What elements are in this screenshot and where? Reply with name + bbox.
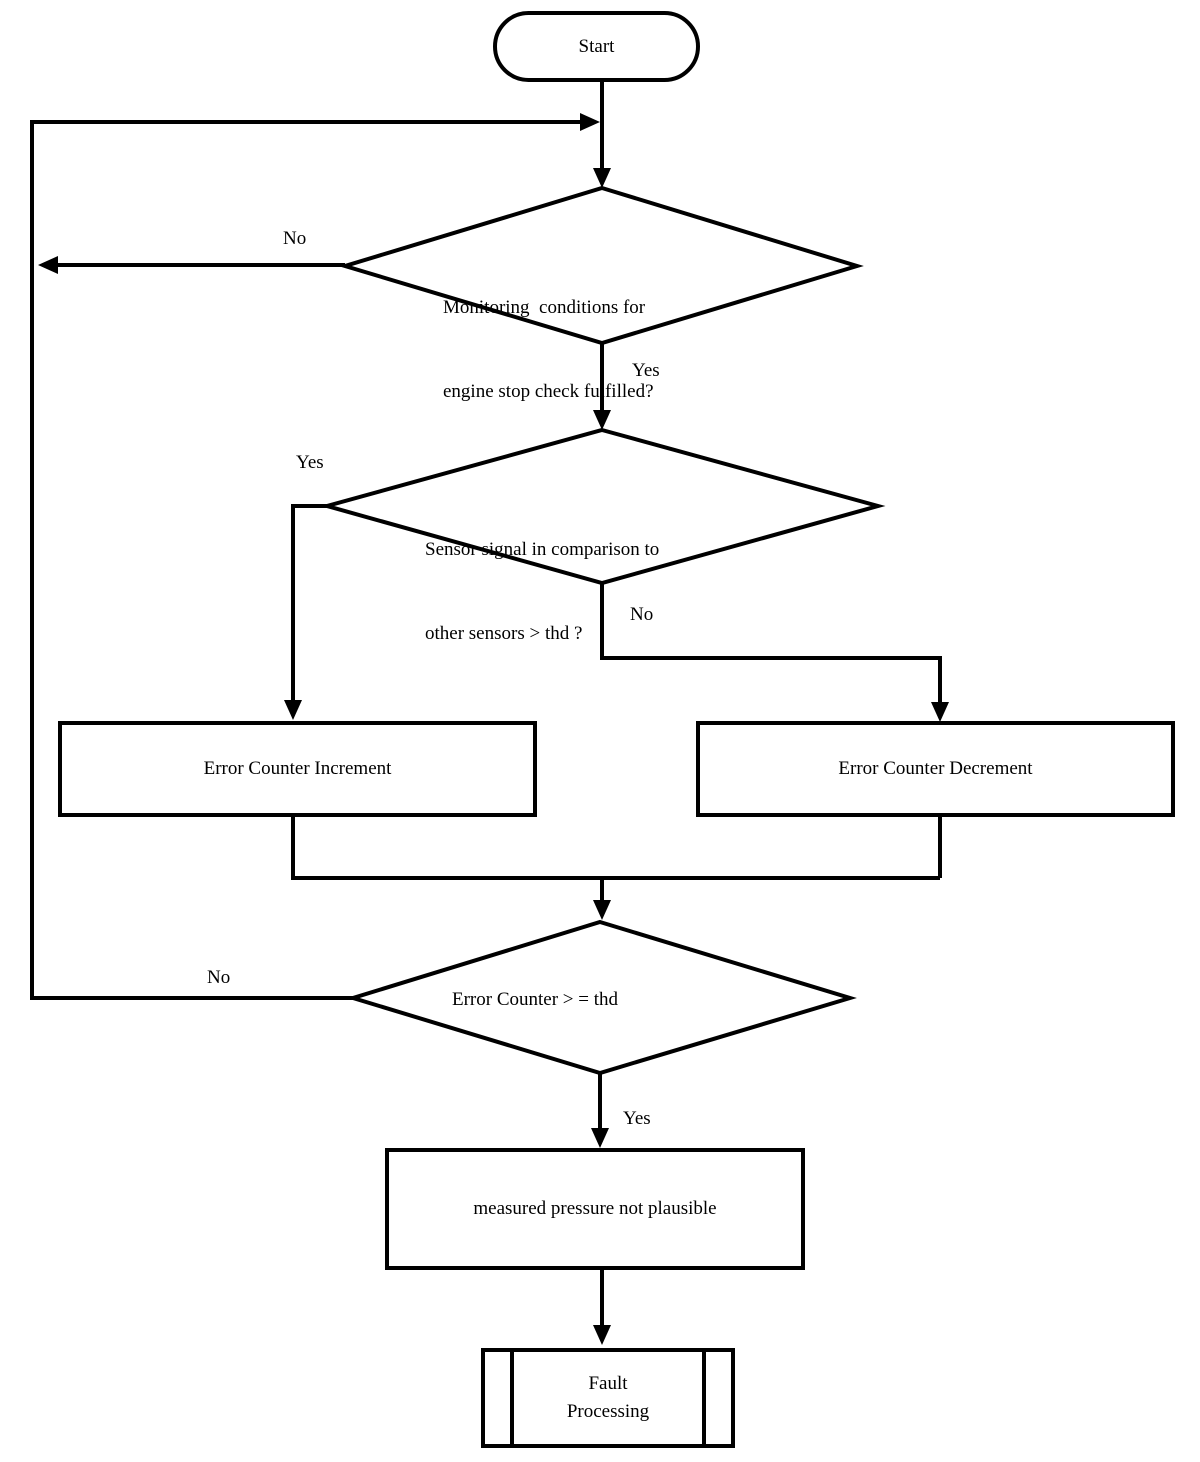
label-counter-yes: Yes [623, 1108, 651, 1129]
label-counter-no: No [207, 967, 231, 988]
process-not-plausible-label: measured pressure not plausible [473, 1198, 717, 1219]
decision-counter-shape [346, 919, 857, 1076]
start-node-label: Start [578, 35, 615, 57]
arrowhead-into-decrement [931, 702, 949, 722]
decision-counter-label: Error Counter > = thd [452, 989, 619, 1010]
arrowhead-into-main-line [580, 113, 600, 131]
label-sensor-no: No [630, 604, 654, 625]
fault-processing-line2: Processing [566, 1401, 650, 1422]
fault-processing-line1: Fault [588, 1373, 628, 1394]
fault-processing-shape [481, 1348, 735, 1448]
arrowhead-into-fault [593, 1325, 611, 1345]
decision-monitoring-text: Monitoring conditions for engine stop ch… [443, 238, 654, 462]
decision-sensor-line1: Sensor signal in comparison to [425, 539, 660, 560]
start-node-shape [493, 11, 700, 82]
decision-sensor-text: Sensor signal in comparison to other sen… [425, 480, 659, 704]
decision-sensor-line2: other sensors > thd ? [425, 623, 583, 644]
edge-counter-no-loop [30, 120, 588, 1000]
process-decrement-shape [696, 721, 1175, 817]
decision-monitoring-line1: Monitoring conditions for [443, 297, 646, 318]
decision-monitoring-shape [338, 185, 864, 346]
arrowhead-into-increment [284, 700, 302, 720]
arrowhead-into-not-plausible [591, 1128, 609, 1148]
decision-sensor-shape [319, 427, 886, 586]
process-not-plausible-shape [385, 1148, 805, 1270]
arrowhead-into-sensor [593, 410, 611, 430]
process-increment-shape [58, 721, 537, 817]
edge-sensor-yes [291, 504, 327, 712]
process-increment-label: Error Counter Increment [203, 758, 392, 779]
label-monitoring-yes: Yes [632, 360, 660, 381]
label-sensor-yes: Yes [296, 452, 324, 473]
arrowhead-into-monitoring [593, 168, 611, 188]
arrowhead-monitoring-no [38, 256, 58, 274]
process-decrement-label: Error Counter Decrement [838, 758, 1033, 779]
fault-processing-text: Fault Processing [483, 1350, 733, 1446]
label-monitoring-no: No [283, 228, 307, 249]
decision-monitoring-line2: engine stop check fulfilled? [443, 381, 654, 402]
edge-sensor-no [600, 583, 942, 716]
arrowhead-into-counter [593, 900, 611, 920]
